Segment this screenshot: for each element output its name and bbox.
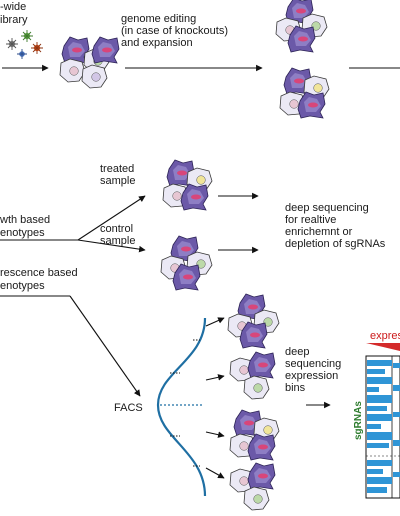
arrow-to-control — [77, 239, 146, 253]
heatmap-grid — [365, 355, 400, 499]
editing-label-line2: (in case of knockouts) — [121, 25, 228, 37]
facs-distribution-curve — [156, 317, 207, 497]
fluor-label-line1: rescence based — [0, 267, 78, 279]
seq2-line1: deep — [285, 346, 309, 358]
fluor-label-line2: enotypes — [0, 280, 45, 292]
transduced-cells — [59, 36, 120, 89]
expanded-cells — [276, 0, 329, 118]
seq1-line1: deep sequencing — [285, 202, 369, 214]
editing-label-line1: genome editing — [121, 13, 196, 25]
facs-bin-arrows — [205, 317, 225, 479]
facs-bin-cells — [228, 294, 279, 510]
editing-label-line3: and expansion — [121, 37, 193, 49]
control-label-line2: sample — [100, 235, 135, 247]
library-label-line2: ibrary — [0, 14, 28, 26]
seq2-line4: bins — [285, 382, 306, 394]
seq2-line2: sequencing — [285, 358, 341, 370]
facs-gate-ticks — [170, 339, 200, 467]
sgrnas-label: sgRNAs — [353, 401, 364, 440]
seq1-line4: depletion of sgRNAs — [285, 238, 386, 250]
facs-label: FACS — [114, 402, 143, 414]
seq1-line3: enrichemnt or — [285, 226, 353, 238]
treated-sample-cells — [163, 160, 212, 210]
arrow-to-facs — [69, 295, 141, 397]
seq2-line3: expression — [285, 370, 338, 382]
expression-label: expres — [370, 330, 400, 342]
arrow-to-treated — [77, 195, 146, 241]
treated-label-line1: treated — [100, 163, 134, 175]
library-label-line1: -wide — [0, 1, 26, 13]
growth-label-line1: wth based — [0, 214, 50, 226]
growth-label-line2: enotypes — [0, 227, 45, 239]
expression-gradient-wedge — [366, 343, 400, 351]
control-label-line1: control — [100, 223, 133, 235]
treated-label-line2: sample — [100, 175, 135, 187]
seq1-line2: for realtive — [285, 214, 336, 226]
control-sample-cells — [161, 236, 212, 290]
virus-particles — [6, 30, 43, 59]
